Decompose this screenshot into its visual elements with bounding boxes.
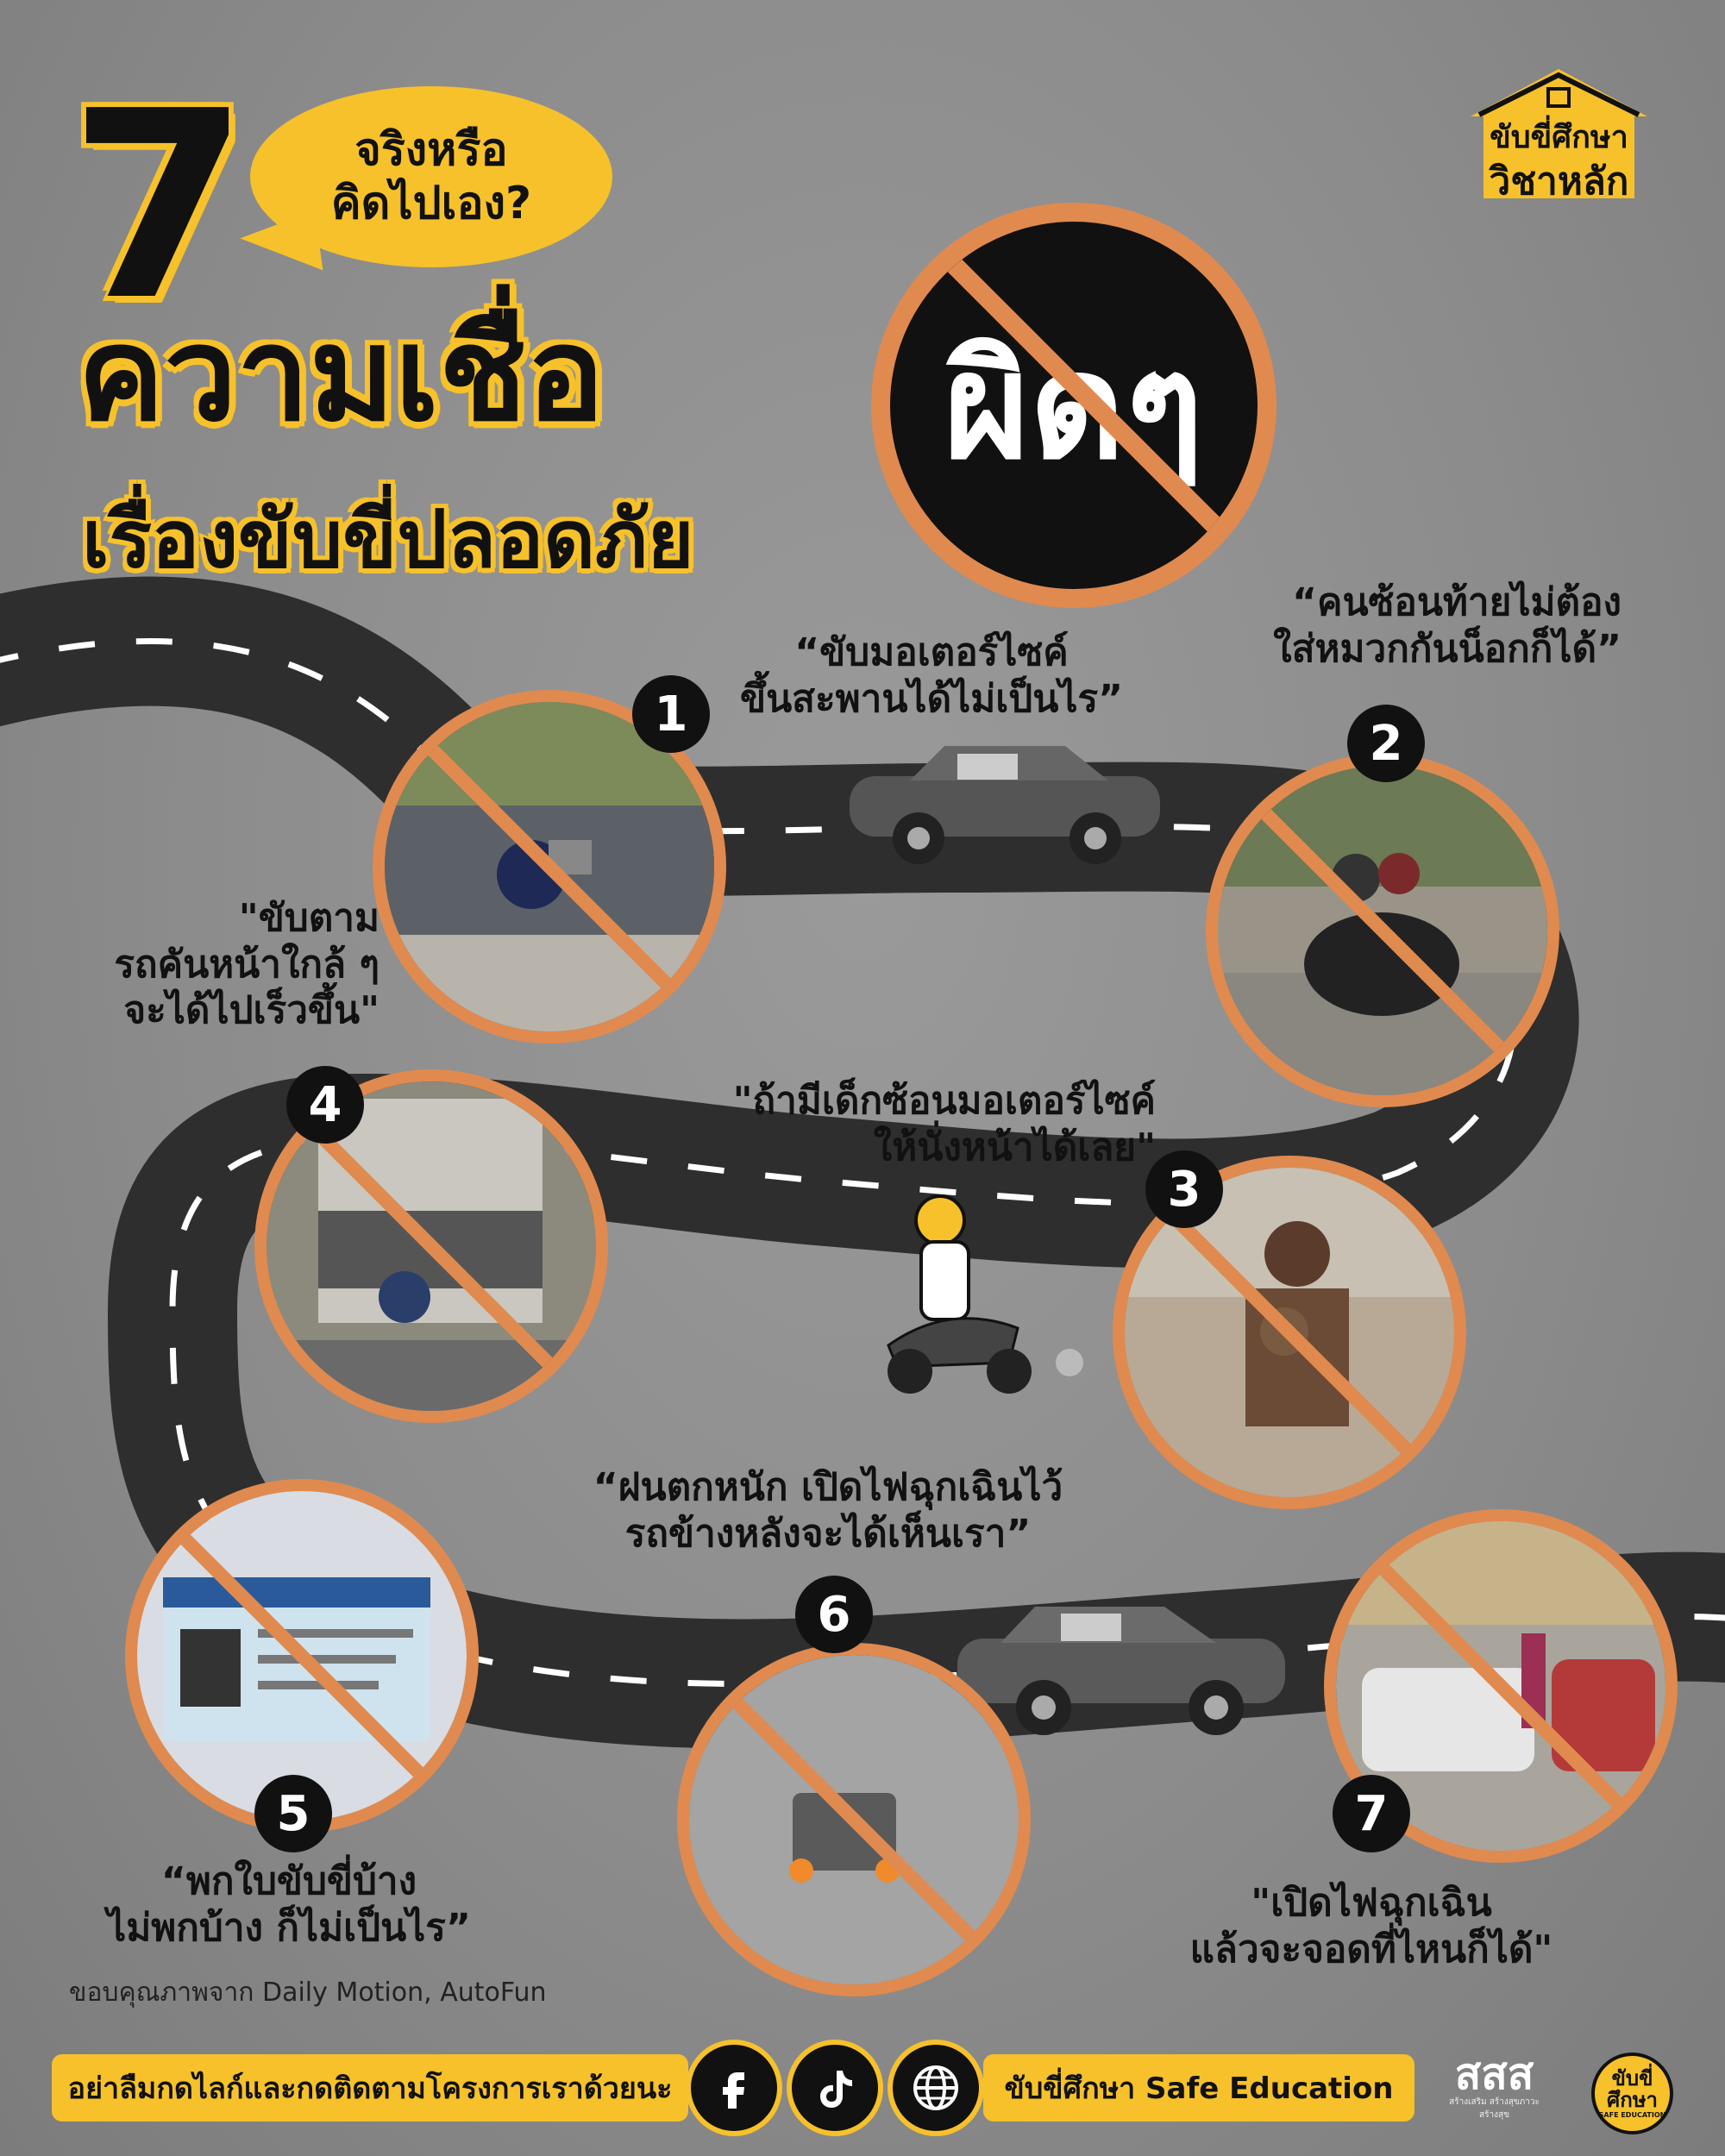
myth-photo-2 — [1206, 754, 1559, 1107]
photo-credit: ขอบคุณภาพจาก Daily Motion, AutoFun — [69, 1977, 547, 2008]
myth-quote-4-line-2: รถคันหน้าใกล้ ๆ — [114, 942, 380, 987]
badge-line-1: ขับขี่ — [1611, 2065, 1653, 2090]
myth-quote-5: “พกใบขับขี่บ้าง ไม่พกบ้าง ก็ไม่เป็นไร” — [86, 1858, 492, 1951]
myth-quote-4: "ขับตาม รถคันหน้าใกล้ ๆ จะได้ไปเร็วขึ้น" — [43, 895, 380, 1034]
brand-line-2: วิชาหลัก — [1489, 160, 1629, 204]
myth-number-1: 1 — [632, 675, 710, 753]
myth-quote-6-line-1: “ฝนตกหนัก เปิดไฟฉุกเฉินไว้ — [593, 1465, 1063, 1509]
badge-line-3: SAFE EDUCATION — [1598, 2111, 1666, 2120]
myth-quote-3-line-1: "ถ้ามีเด็กซ้อนมอเตอร์ไซค์ — [732, 1079, 1156, 1123]
myth-number-3: 3 — [1145, 1150, 1223, 1228]
myth-photo-5 — [125, 1479, 479, 1833]
myth-quote-3-line-2: ให้นั่งหน้าได้เลย" — [873, 1125, 1156, 1169]
myth-quote-7-line-2: แล้วจะจอดที่ไหนก็ได้" — [1189, 1927, 1553, 1971]
scooter-rider-illustration — [887, 1194, 1083, 1394]
title-number: 7 — [69, 56, 249, 357]
page-subtitle: เรื่องขับขี่ปลอดภัย — [82, 493, 694, 586]
myth-number-2: 2 — [1347, 705, 1425, 782]
myth-quote-5-line-1: “พกใบขับขี่บ้าง — [160, 1859, 417, 1903]
car-bottom-illustration — [957, 1607, 1285, 1735]
myth-quote-7-line-1: "เปิดไฟฉุกเฉิน — [1251, 1881, 1492, 1925]
page-title: ความเชื่อ — [78, 300, 605, 450]
myth-quote-2: “คนซ้อนท้ายไม่ต้อง ใส่หมวกกันน็อกก็ได้” — [1190, 580, 1622, 672]
myth-quote-1-line-1: “ขับมอเตอร์ไซค์ — [794, 630, 1069, 674]
myth-quote-1-line-2: ขึ้นสะพานได้ไม่เป็นไร” — [740, 676, 1123, 721]
myth-photo-1 — [373, 690, 726, 1044]
badge-line-2: ศึกษา — [1606, 2088, 1659, 2112]
project-name-banner: ขับขี่ศึกษา Safe Education — [983, 2054, 1414, 2122]
myth-quote-3: "ถ้ามีเด็กซ้อนมอเตอร์ไซค์ ให้นั่งหน้าได้… — [656, 1078, 1156, 1170]
brand-line-1: ขับขี่ศึกษา — [1490, 120, 1628, 155]
tiktok-icon — [820, 2071, 852, 2108]
myth-quote-2-line-2: ใส่หมวกกันน็อกก็ได้” — [1273, 626, 1622, 671]
safe-education-badge: ขับขี่ ศึกษา SAFE EDUCATION — [1591, 2053, 1673, 2134]
house-icon — [1471, 69, 1647, 198]
myth-number-6: 6 — [795, 1576, 873, 1653]
myth-quote-5-line-2: ไม่พกบ้าง ก็ไม่เป็นไร” — [107, 1905, 471, 1950]
myth-quote-2-line-1: “คนซ้อนท้ายไม่ต้อง — [1292, 580, 1622, 624]
website-link[interactable] — [888, 2040, 984, 2136]
sponsor-tagline: สร้างเสริม สร้างสุขภาวะ สร้างสุข — [1449, 2097, 1540, 2120]
facebook-link[interactable] — [686, 2040, 782, 2136]
myth-photo-6 — [677, 1643, 1031, 1996]
brand-logo: ขับขี่ศึกษา วิชาหลัก — [1462, 65, 1656, 204]
sponsor-logo: สสส สร้างเสริม สร้างสุขภาวะ สร้างสุข — [1449, 2053, 1540, 2130]
myth-quote-1: “ขับมอเตอร์ไซค์ ขึ้นสะพานได้ไม่เป็นไร” — [716, 630, 1147, 722]
myth-quote-4-line-1: "ขับตาม — [238, 896, 380, 940]
tiktok-link[interactable] — [787, 2040, 883, 2136]
speech-bubble: จริงหรือ คิดไปเอง? — [250, 86, 612, 267]
myth-quote-6: “ฝนตกหนัก เปิดไฟฉุกเฉินไว้ รถข้างหลังจะไ… — [561, 1464, 1095, 1557]
globe-icon — [913, 2065, 958, 2110]
car-top-illustration — [850, 746, 1160, 864]
myth-number-5: 5 — [254, 1775, 332, 1852]
sponsor-logo-mark: สสส — [1454, 2049, 1534, 2099]
bubble-line-1: จริงหรือ — [354, 123, 508, 176]
myth-quote-7: "เปิดไฟฉุกเฉิน แล้วจะจอดที่ไหนก็ได้" — [1156, 1880, 1587, 1972]
facebook-icon — [723, 2072, 744, 2109]
bubble-line-2: คิดไปเอง? — [330, 178, 532, 229]
myth-quote-4-line-3: จะได้ไปเร็วขึ้น" — [123, 988, 380, 1033]
myth-number-7: 7 — [1333, 1775, 1410, 1852]
follow-banner: อย่าลืมกดไลก์และกดติดตามโครงการเราด้วยนะ — [52, 2054, 688, 2122]
myth-number-4: 4 — [286, 1066, 364, 1144]
prohibited-sign: ผิดๆ — [871, 203, 1276, 608]
myth-photo-4 — [254, 1069, 608, 1423]
myth-quote-6-line-2: รถข้างหลังจะได้เห็นเรา” — [624, 1511, 1032, 1556]
